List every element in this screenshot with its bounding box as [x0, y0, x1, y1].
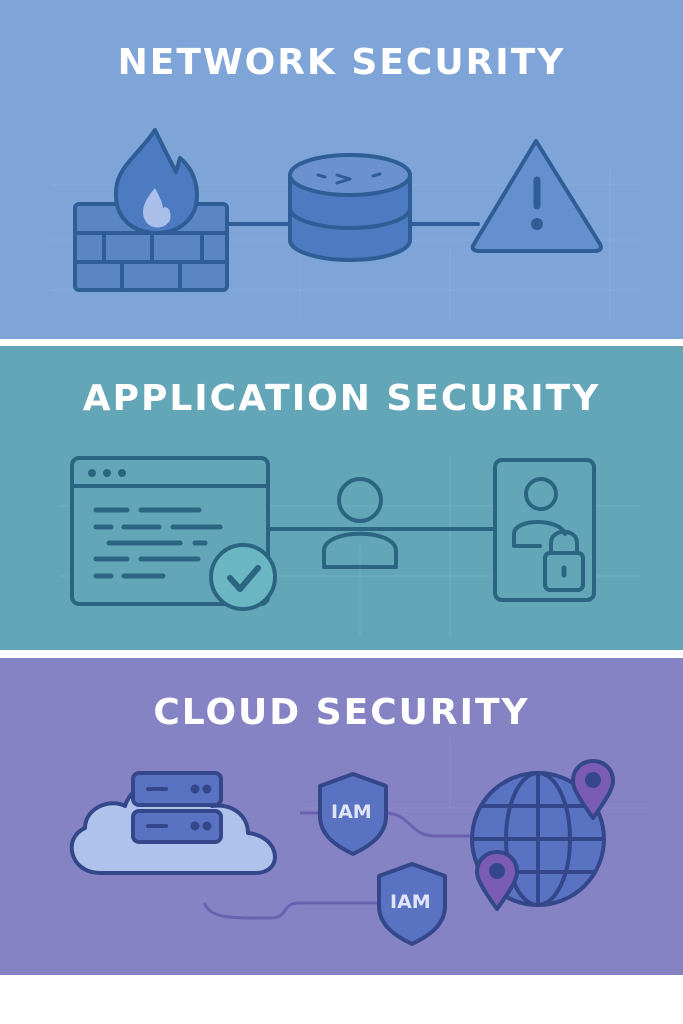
- iam-shield-icon: [318, 772, 447, 946]
- map-pin-icon: [475, 759, 615, 911]
- locked-user-card-icon: [493, 458, 596, 602]
- section-title: NETWORK SECURITY: [117, 42, 566, 83]
- section-title: CLOUD SECURITY: [153, 692, 530, 733]
- application-security-panel: APPLICATION SECURITY: [0, 346, 683, 650]
- cloud-server-icon: [69, 771, 277, 875]
- iam-badge-label: IAM: [390, 891, 431, 913]
- checkmark-icon: [209, 543, 277, 611]
- cloud-security-panel: CLOUD SECURITY: [0, 658, 683, 975]
- firewall-icon: [73, 128, 229, 292]
- connector-line: [202, 901, 380, 920]
- warning-icon: [470, 139, 603, 253]
- iam-badge-label: IAM: [331, 801, 372, 823]
- router-icon: [288, 153, 412, 262]
- application-diagram: [70, 456, 596, 611]
- section-title: APPLICATION SECURITY: [82, 378, 601, 419]
- network-security-panel: NETWORK SECURITY: [0, 0, 683, 339]
- network-diagram: [73, 128, 603, 292]
- user-icon: [322, 477, 398, 569]
- cloud-diagram: [69, 759, 615, 946]
